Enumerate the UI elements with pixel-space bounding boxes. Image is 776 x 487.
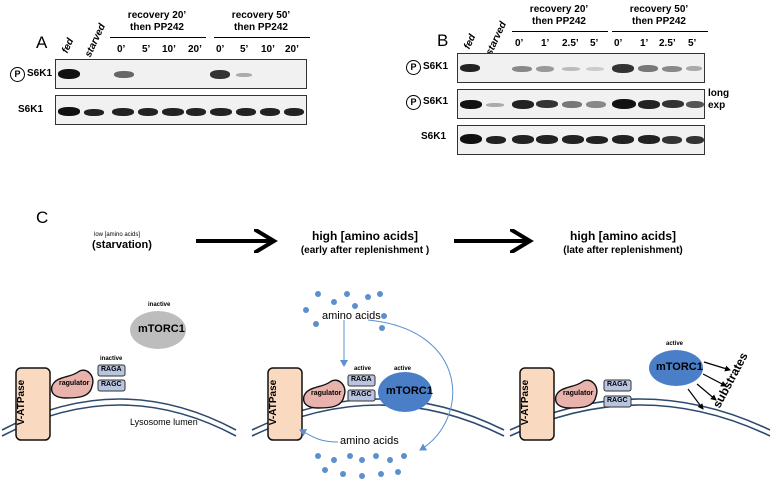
mtorc1-inactive bbox=[130, 311, 186, 349]
time-label: 2.5’ bbox=[562, 38, 579, 49]
amino-acids-label-top: amino acids bbox=[322, 310, 381, 322]
time-label: 5’ bbox=[688, 38, 697, 49]
time-label: 5’ bbox=[240, 44, 249, 55]
stage-low-amino-label: low [amino acids] bbox=[94, 232, 141, 238]
phospho-icon: P bbox=[406, 95, 421, 110]
group-underline bbox=[110, 37, 206, 38]
ragc-label-1: RAGC bbox=[101, 381, 122, 388]
amino-acid-dots-bottom bbox=[315, 453, 407, 479]
mtorc1-active-free bbox=[649, 350, 703, 386]
panel-c-letter: C bbox=[36, 208, 49, 227]
ragc-label-2: RAGC bbox=[351, 391, 372, 398]
long-exposure-note: long exp bbox=[708, 88, 730, 111]
time-label: 10’ bbox=[261, 44, 275, 55]
raga-box-2 bbox=[347, 374, 376, 387]
group-underline bbox=[612, 31, 708, 32]
mtorc1-label-active: mTORC1 bbox=[386, 385, 433, 397]
group-underline bbox=[214, 37, 310, 38]
v-atpase-1 bbox=[15, 367, 51, 441]
raga-box-3 bbox=[603, 379, 632, 392]
row-label-s6k1: S6K1 bbox=[18, 104, 44, 115]
raga-label-3: RAGA bbox=[607, 381, 628, 388]
ragc-box-3 bbox=[603, 395, 632, 408]
time-label: 5’ bbox=[142, 44, 151, 55]
time-label: 0’ bbox=[117, 44, 126, 55]
blot-total-s6k1 bbox=[55, 95, 307, 125]
mtorc1-active-label: active bbox=[394, 366, 412, 372]
panel-b-letter: B bbox=[437, 31, 449, 50]
ragulator-3 bbox=[554, 379, 598, 409]
mtorc1-label-inactive: mTORC1 bbox=[138, 323, 185, 335]
ragc-box-1 bbox=[97, 379, 126, 392]
row-label-s6k1: S6K1 bbox=[421, 131, 447, 142]
v-atpase-label-3: V-ATPase bbox=[520, 379, 532, 426]
substrate-arrows bbox=[687, 361, 731, 410]
time-label: 10’ bbox=[162, 44, 176, 55]
panel-a-letter: A bbox=[36, 33, 48, 52]
group-header-recovery-20: recovery 20’ then PP242 bbox=[127, 10, 187, 33]
amino-acid-efflux-arrow bbox=[299, 429, 339, 443]
stage-starvation-label: (starvation) bbox=[92, 239, 152, 251]
mtorc1-inactive-label: inactive bbox=[148, 302, 171, 308]
ragulator-label-2: ragulator bbox=[311, 390, 342, 397]
ragulator-2 bbox=[302, 379, 346, 409]
group-underline bbox=[512, 31, 608, 32]
lysosome-lumen-label: Lysosome lumen bbox=[130, 417, 198, 427]
mtorc1-active-label-late: active bbox=[666, 341, 684, 347]
v-atpase-label-1: V-ATPase bbox=[16, 379, 28, 426]
time-label: 20’ bbox=[188, 44, 202, 55]
blot-total-s6k1 bbox=[457, 125, 705, 155]
ragc-box-2 bbox=[347, 389, 376, 402]
time-label: 5’ bbox=[590, 38, 599, 49]
time-label: 2.5’ bbox=[659, 38, 676, 49]
group-header-recovery-20: recovery 20’ then PP242 bbox=[529, 4, 589, 27]
mtorc1-active-bound bbox=[378, 372, 432, 412]
group-header-recovery-50: recovery 50’ then PP242 bbox=[231, 10, 291, 33]
row-label-p-s6k1: S6K1 bbox=[27, 68, 53, 79]
rag-active-label: active bbox=[354, 366, 372, 372]
time-label: 0’ bbox=[216, 44, 225, 55]
ragc-label-3: RAGC bbox=[607, 397, 628, 404]
mtorc1-label-late: mTORC1 bbox=[656, 361, 703, 373]
v-atpase-label-2: V-ATPase bbox=[268, 379, 280, 426]
time-label: 20’ bbox=[285, 44, 299, 55]
v-atpase-2 bbox=[267, 367, 303, 441]
ragulator-1 bbox=[50, 369, 94, 399]
phospho-icon: P bbox=[10, 67, 25, 82]
time-label: 0’ bbox=[614, 38, 623, 49]
time-label: 0’ bbox=[515, 38, 524, 49]
raga-label-1: RAGA bbox=[101, 366, 122, 373]
amino-acid-dots-top bbox=[303, 291, 387, 331]
blot-phospho-s6k1-long-exposure bbox=[457, 89, 705, 119]
blot-phospho-s6k1 bbox=[55, 59, 307, 89]
raga-box-1 bbox=[97, 364, 126, 377]
rag-inactive-label: inactive bbox=[100, 356, 123, 362]
raga-label-2: RAGA bbox=[351, 376, 372, 383]
phospho-icon: P bbox=[406, 60, 421, 75]
stage-late-label: high [amino acids] (late after replenish… bbox=[563, 229, 683, 256]
time-label: 1’ bbox=[640, 38, 649, 49]
blot-phospho-s6k1 bbox=[457, 53, 705, 83]
time-label: 1’ bbox=[541, 38, 550, 49]
row-label-p-s6k1-long: S6K1 bbox=[423, 96, 449, 107]
group-header-recovery-50: recovery 50’ then PP242 bbox=[629, 4, 689, 27]
ragulator-label-1: ragulator bbox=[59, 380, 90, 387]
stage-early-label: high [amino acids] (early after replenis… bbox=[300, 229, 430, 256]
row-label-p-s6k1: S6K1 bbox=[423, 61, 449, 72]
amino-acid-transport-arrow bbox=[367, 319, 454, 451]
v-atpase-3 bbox=[519, 367, 555, 441]
amino-acids-label-bottom: amino acids bbox=[340, 435, 399, 447]
ragulator-label-3: ragulator bbox=[563, 390, 594, 397]
